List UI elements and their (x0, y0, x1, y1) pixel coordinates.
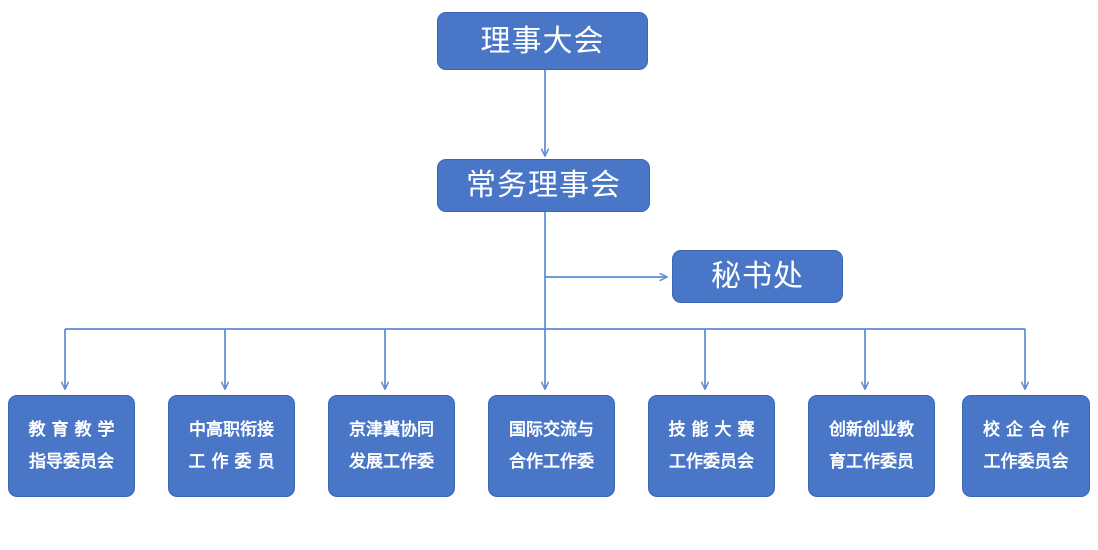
node-committee-6-line2: 育工作委员 (829, 452, 914, 471)
node-committee-3[interactable]: 京津冀协同 发展工作委 (328, 395, 455, 497)
node-committee-1-line2: 指导委员会 (29, 452, 114, 471)
node-committee-1-line1: 教育教学 (28, 419, 121, 439)
node-committee-5[interactable]: 技能大赛 工作委员会 (648, 395, 775, 497)
node-assembly[interactable]: 理事大会 (437, 12, 648, 70)
node-committee-3-line2: 发展工作委 (349, 452, 434, 471)
node-committee-7[interactable]: 校企合作 工作委员会 (962, 395, 1090, 497)
node-standing-council-label: 常务理事会 (466, 169, 621, 202)
node-committee-6-line1: 创新创业教 (829, 419, 914, 439)
node-committee-4[interactable]: 国际交流与 合作工作委 (488, 395, 615, 497)
node-secretariat[interactable]: 秘书处 (672, 250, 843, 303)
node-committee-7-line1: 校企合作 (983, 419, 1075, 439)
node-committee-4-line1: 国际交流与 (509, 419, 594, 439)
node-committee-4-line2: 合作工作委 (509, 452, 594, 471)
node-committee-2-line2: 工作委员 (188, 452, 281, 471)
node-secretariat-label: 秘书处 (711, 260, 804, 293)
node-committee-7-line2: 工作委员会 (983, 452, 1069, 471)
node-committee-6[interactable]: 创新创业教 育工作委员 (808, 395, 935, 497)
node-committee-5-line1: 技能大赛 (668, 419, 761, 439)
node-committee-1[interactable]: 教育教学 指导委员会 (8, 395, 135, 497)
node-committee-2[interactable]: 中高职衔接 工作委员 (168, 395, 295, 497)
node-committee-5-line2: 工作委员会 (669, 452, 754, 471)
node-assembly-label: 理事大会 (480, 24, 605, 58)
node-committee-2-line1: 中高职衔接 (189, 419, 274, 439)
node-standing-council[interactable]: 常务理事会 (437, 159, 650, 212)
node-committee-3-line1: 京津冀协同 (349, 419, 434, 439)
